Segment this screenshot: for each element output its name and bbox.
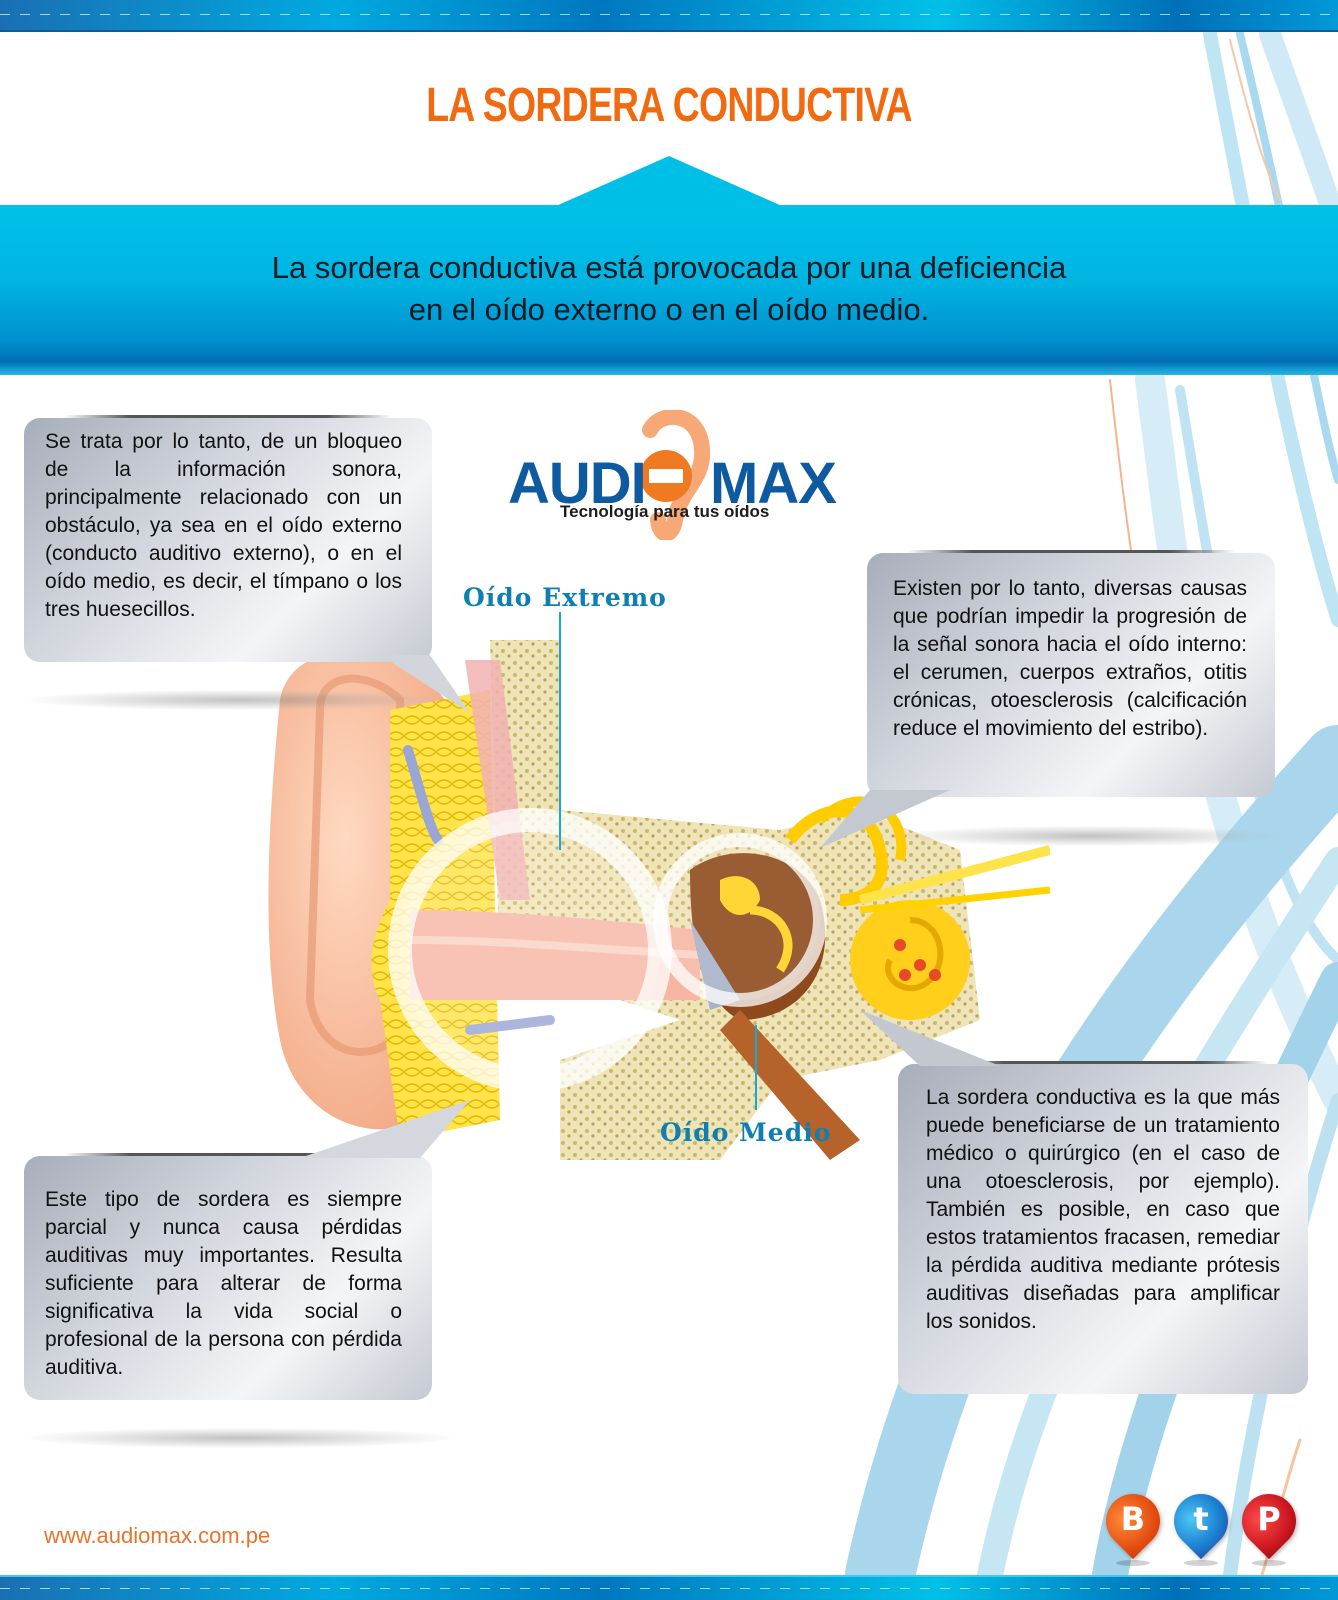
website-link[interactable]: www.audiomax.com.pe — [44, 1523, 271, 1548]
info-bubble-2: Existen por lo tanto, diversas causas qu… — [867, 550, 1275, 797]
pinterest-button[interactable]: P — [1230, 1482, 1308, 1566]
bottom-dashed-line — [0, 1588, 1338, 1589]
outer-ear-pointer-line — [559, 612, 561, 850]
bubble-3-tail — [300, 1100, 470, 1158]
info-bubble-4-text: La sordera conductiva es la que más pued… — [926, 1086, 1280, 1333]
intro-line-2: en el oído externo o en el oído medio. — [408, 292, 930, 327]
info-bubble-2-text: Existen por lo tanto, diversas causas qu… — [893, 577, 1247, 740]
info-bubble-3: Este tipo de sordera es siempre parcial … — [24, 1153, 432, 1400]
bubble-1-tail — [380, 655, 470, 713]
pin-shadow — [1252, 1560, 1286, 1566]
page-title: LA SORDERA CONDUCTIVA — [426, 79, 912, 132]
blogger-button[interactable]: B — [1094, 1482, 1172, 1566]
pin-shadow — [1116, 1560, 1150, 1566]
pinterest-icon: P — [1257, 1500, 1281, 1538]
intro-banner: La sordera conductiva está provocada por… — [0, 205, 1338, 375]
intro-text: La sordera conductiva está provocada por… — [0, 247, 1338, 331]
top-dashed-line — [0, 14, 1338, 15]
logo-word-left: AUDI — [508, 451, 647, 516]
middle-ear-label: Oído Medio — [660, 1118, 832, 1147]
middle-ear-pointer-line — [755, 1025, 757, 1110]
bubble-2-tail — [820, 790, 950, 848]
ear-anatomy-illustration — [268, 640, 1050, 1160]
intro-line-1: La sordera conductiva está provocada por… — [271, 250, 1067, 285]
top-decorative-band — [0, 0, 1338, 32]
bubble-1-shadow — [30, 690, 450, 710]
bottom-decorative-band — [0, 1575, 1338, 1600]
logo-word-right: MAX — [710, 451, 837, 516]
info-bubble-4: La sordera conductiva es la que más pued… — [898, 1061, 1308, 1394]
ear-logo-icon — [640, 410, 710, 540]
banner-arrow — [556, 156, 782, 206]
pin-shadow — [1184, 1560, 1218, 1566]
twitter-button[interactable]: t — [1162, 1482, 1240, 1566]
bubble-2-shadow — [900, 826, 1280, 846]
info-bubble-3-text: Este tipo de sordera es siempre parcial … — [45, 1188, 402, 1379]
outer-ear-label: Oído Extremo — [463, 583, 667, 612]
bubble-4-tail — [860, 1010, 1000, 1066]
audiomax-logo: AUDI MAX Tecnología para tus oídos — [500, 410, 840, 540]
blogger-icon: B — [1120, 1500, 1146, 1538]
logo-tagline: Tecnología para tus oídos — [560, 502, 770, 521]
twitter-icon: t — [1193, 1500, 1209, 1538]
info-bubble-1: Se trata por lo tanto, de un bloqueo de … — [24, 415, 432, 662]
info-bubble-1-text: Se trata por lo tanto, de un bloqueo de … — [45, 430, 402, 621]
bubble-3-shadow — [30, 1428, 450, 1448]
